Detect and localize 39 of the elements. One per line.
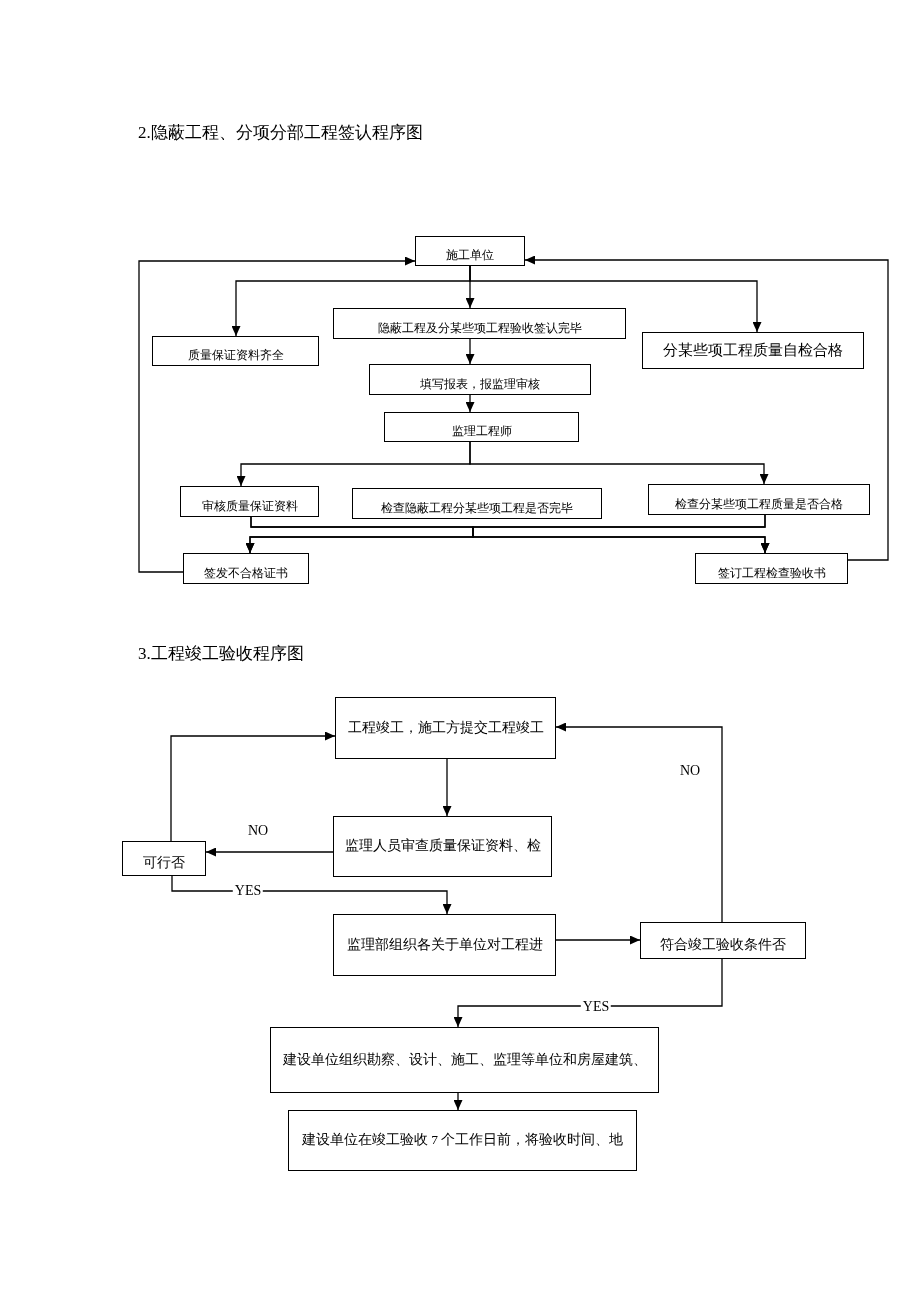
process-box: 签发不合格证书 <box>183 553 309 584</box>
process-box: 工程竣工，施工方提交工程竣工 <box>335 697 556 759</box>
decision-box: 符合竣工验收条件否 <box>640 922 806 959</box>
process-box: 建设单位在竣工验收 7 个工作日前，将验收时间、地 <box>288 1110 637 1171</box>
process-box: 监理工程师 <box>384 412 579 442</box>
arrow <box>465 394 475 413</box>
process-box: 隐蔽工程及分某些项工程验收签认完毕 <box>333 308 626 339</box>
diagram-title: 2.隐蔽工程、分项分部工程签认程序图 <box>138 122 423 144</box>
process-box: 检查隐蔽工程分某些项工程是否完毕 <box>352 488 602 519</box>
arrow <box>170 731 336 842</box>
decision-box: 可行否 <box>122 841 206 876</box>
process-box: 检查分某些项工程质量是否合格 <box>648 484 870 515</box>
arrow <box>205 847 334 857</box>
arrow <box>465 338 475 365</box>
arrow <box>555 722 723 923</box>
process-box: 分某些项工程质量自检合格 <box>642 332 864 369</box>
arrow <box>555 935 641 945</box>
arrow <box>469 265 762 333</box>
process-box: 填写报表，报监理审核 <box>369 364 591 395</box>
arrow <box>442 758 452 817</box>
arrow <box>453 958 723 1028</box>
edge-label: YES <box>580 1000 612 1014</box>
process-box: 质量保证资料齐全 <box>152 336 319 366</box>
section-heading: 3.工程竣工验收程序图 <box>138 643 304 665</box>
edge-label: NO <box>677 764 703 778</box>
process-box: 签订工程检查验收书 <box>695 553 848 584</box>
process-box: 监理部组织各关于单位对工程进 <box>333 914 556 976</box>
arrow <box>171 875 452 915</box>
arrow <box>138 256 416 573</box>
process-box: 审核质量保证资料 <box>180 486 319 517</box>
edge-label: NO <box>245 824 271 838</box>
arrow <box>472 514 770 554</box>
edge-label: YES <box>232 884 264 898</box>
process-box: 施工单位 <box>415 236 525 266</box>
arrow <box>453 1092 463 1111</box>
arrow <box>524 255 889 561</box>
process-box: 监理人员审查质量保证资料、检 <box>333 816 552 877</box>
process-box: 建设单位组织勘察、设计、施工、监理等单位和房屋建筑、 <box>270 1027 659 1093</box>
arrow <box>469 441 769 485</box>
